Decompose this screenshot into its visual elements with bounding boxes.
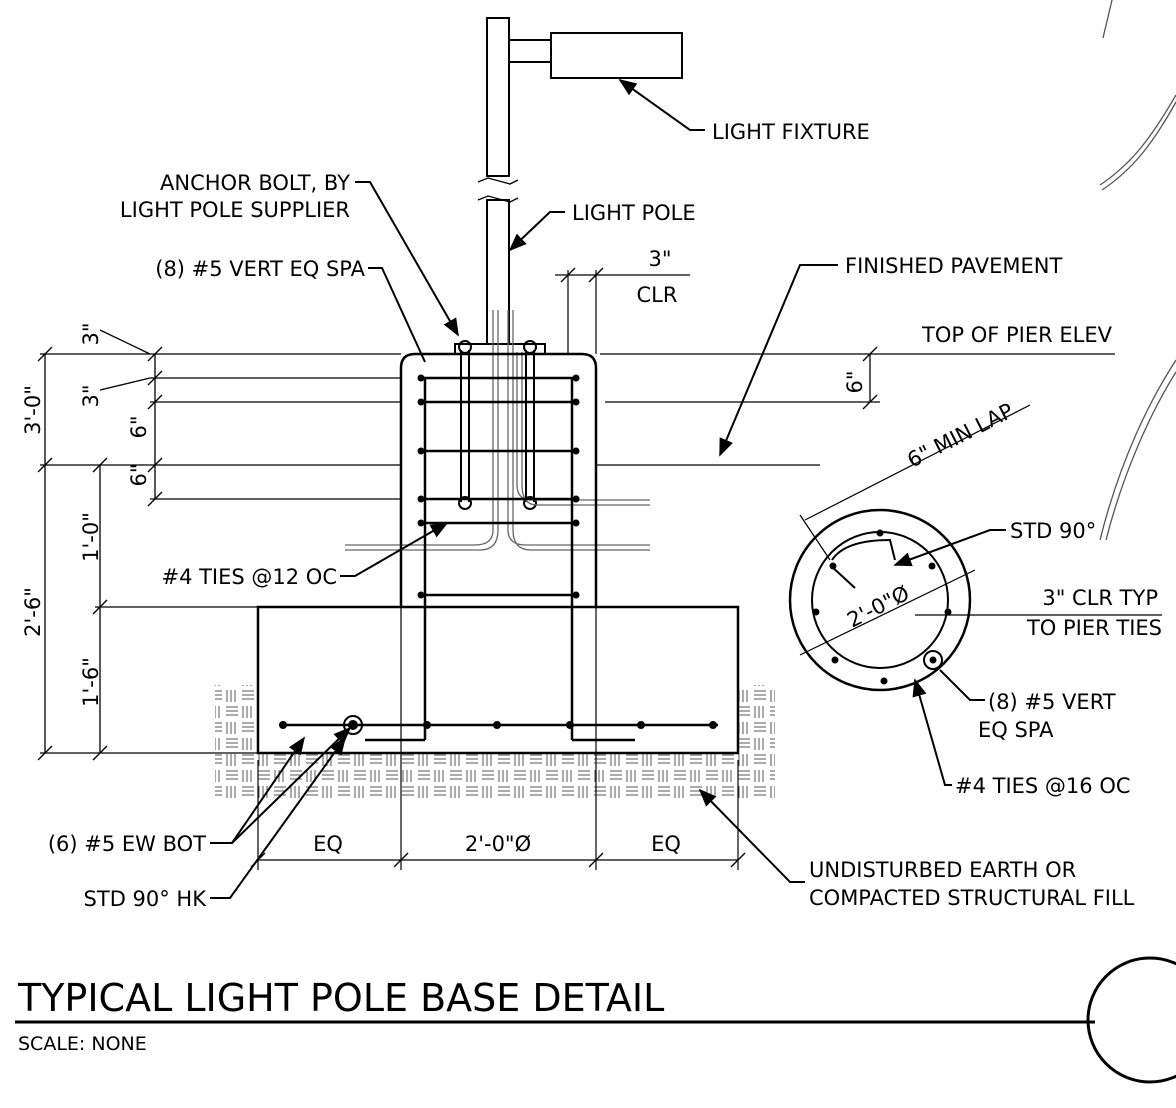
dim-left-3-top: 3" [79, 322, 103, 345]
label-finished-pavement: FINISHED PAVEMENT [845, 254, 1062, 278]
label-vert-1: (8) #5 VERT [988, 690, 1116, 714]
label-vert-2: EQ SPA [978, 718, 1054, 742]
adjacent-detail-fragments [1099, 0, 1176, 541]
dim-left-1-0: 1'-0" [79, 512, 103, 562]
label-hook: STD 90° HK [84, 887, 208, 911]
label-min-lap: 6" MIN LAP [903, 399, 1017, 473]
dim-clr-bottom: CLR [637, 283, 678, 307]
dim-left-6-2: 6" [127, 463, 151, 486]
rebar-callout-circle [343, 715, 363, 735]
label-section-diameter: 2'-0"Ø [843, 581, 913, 632]
section-dots [812, 529, 952, 685]
dim-left-2-6: 2'-6" [21, 587, 45, 637]
dim-eq-right: EQ [651, 832, 681, 856]
dim-left-3-0: 3'-0" [21, 385, 45, 435]
label-clr-2: TO PIER TIES [1026, 616, 1162, 640]
rebar [280, 376, 718, 742]
pier-plan-section [788, 404, 1031, 692]
label-anchor-bolt-2: LIGHT POLE SUPPLIER [120, 198, 350, 222]
dim-left-6-1: 6" [127, 415, 151, 438]
conduit [345, 310, 650, 551]
detail-bubble [1086, 956, 1176, 1084]
label-clr-1: 3" CLR TYP [1042, 586, 1158, 610]
leader-lines [210, 78, 1006, 899]
label-bottom-bars: (6) #5 EW BOT [48, 832, 206, 856]
label-light-fixture: LIGHT FIXTURE [712, 120, 870, 144]
dim-eq-left: EQ [313, 832, 343, 856]
concrete-pier [256, 352, 740, 755]
label-anchor-bolt-1: ANCHOR BOLT, BY [160, 171, 350, 195]
soil-hatch [215, 610, 775, 800]
label-top-of-pier: TOP OF PIER ELEV [921, 323, 1113, 347]
label-vert-bars: (8) #5 VERT EQ SPA [155, 257, 365, 281]
label-earth-2: COMPACTED STRUCTURAL FILL [809, 886, 1135, 910]
rebar-dots [279, 374, 717, 729]
drawing-title: TYPICAL LIGHT POLE BASE DETAIL [17, 976, 664, 1020]
drawing-scale: SCALE: NONE [18, 1033, 147, 1055]
anchor-bolts [454, 340, 546, 510]
dimension-lines [37, 267, 878, 868]
label-ties-16: #4 TIES @16 OC [955, 774, 1131, 798]
label-std-90: STD 90° [1010, 519, 1096, 543]
label-light-pole: LIGHT POLE [572, 201, 696, 225]
extension-lines [40, 270, 1115, 870]
dim-clr-top: 3" [648, 247, 671, 271]
label-ties-12: #4 TIES @12 OC [161, 565, 337, 589]
dim-pier-6: 6" [843, 370, 867, 393]
dim-left-1-6: 1'-6" [79, 657, 103, 707]
label-earth-1: UNDISTURBED EARTH OR [809, 858, 1076, 882]
dim-pier-dia: 2'-0"Ø [465, 832, 531, 856]
dim-left-3-2: 3" [79, 384, 103, 407]
